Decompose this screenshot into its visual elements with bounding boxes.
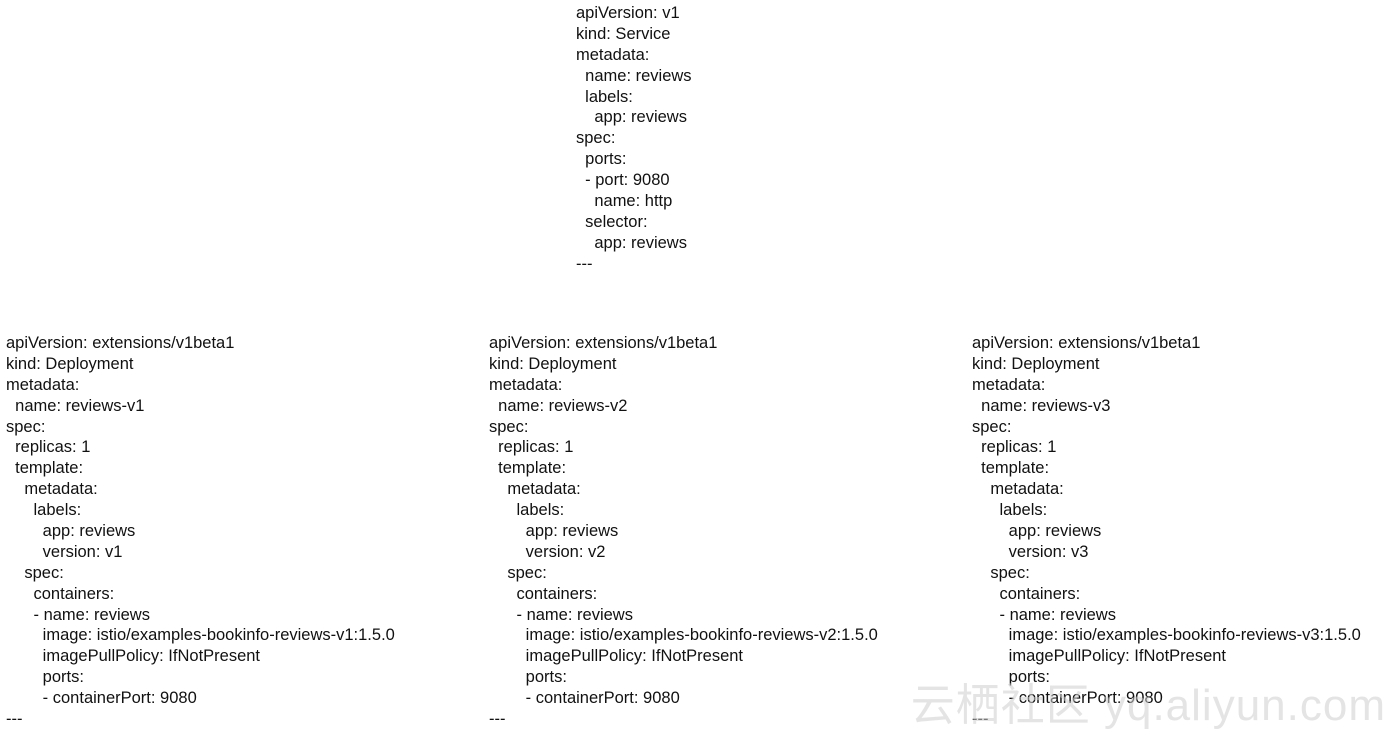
yaml-line: containers:: [972, 584, 1081, 603]
yaml-line: metadata:: [972, 480, 1064, 499]
yaml-line: labels:: [489, 501, 565, 520]
yaml-line: name: reviews: [576, 66, 692, 85]
deployment-v3-yaml-block: apiVersion: extensions/v1beta1 kind: Depl…: [972, 333, 1361, 730]
yaml-line: kind: Service: [576, 24, 671, 43]
yaml-line: spec:: [6, 417, 46, 436]
yaml-line: template:: [972, 459, 1050, 478]
yaml-line: metadata:: [489, 480, 581, 499]
yaml-line: version: v3: [972, 542, 1089, 561]
yaml-line: containers:: [489, 584, 598, 603]
yaml-line: - containerPort: 9080: [489, 689, 680, 708]
yaml-line: kind: Deployment: [6, 354, 134, 373]
yaml-line: apiVersion: extensions/v1beta1: [6, 334, 235, 352]
yaml-line: version: v1: [6, 542, 123, 561]
yaml-line: template:: [6, 459, 84, 478]
yaml-line: replicas: 1: [6, 438, 91, 457]
yaml-line: ---: [489, 710, 506, 729]
yaml-line: name: reviews-v1: [6, 396, 145, 415]
yaml-line: labels:: [972, 501, 1048, 520]
yaml-line: kind: Deployment: [972, 354, 1100, 373]
yaml-line: image: istio/examples-bookinfo-reviews-v…: [489, 626, 878, 645]
yaml-line: name: reviews-v2: [489, 396, 628, 415]
yaml-line: metadata:: [489, 375, 563, 394]
yaml-line: version: v2: [489, 542, 606, 561]
yaml-line: template:: [489, 459, 567, 478]
yaml-line: imagePullPolicy: IfNotPresent: [6, 647, 261, 666]
yaml-line: - name: reviews: [6, 605, 150, 624]
yaml-line: spec:: [972, 563, 1030, 582]
yaml-line: metadata:: [6, 480, 98, 499]
yaml-line: app: reviews: [972, 522, 1102, 541]
yaml-line: imagePullPolicy: IfNotPresent: [489, 647, 744, 666]
yaml-line: metadata:: [6, 375, 80, 394]
yaml-line: ports:: [972, 668, 1050, 687]
yaml-line: metadata:: [576, 45, 650, 64]
yaml-line: ---: [972, 710, 989, 729]
yaml-line: containers:: [6, 584, 115, 603]
yaml-line: - name: reviews: [972, 605, 1116, 624]
yaml-line: image: istio/examples-bookinfo-reviews-v…: [972, 626, 1361, 645]
yaml-line: ---: [6, 710, 23, 729]
yaml-line: ---: [576, 254, 593, 273]
yaml-line: ports:: [576, 150, 627, 169]
yaml-line: replicas: 1: [489, 438, 574, 457]
yaml-line: apiVersion: extensions/v1beta1: [972, 334, 1201, 352]
yaml-line: app: reviews: [576, 233, 687, 252]
yaml-line: spec:: [489, 417, 529, 436]
yaml-line: - containerPort: 9080: [6, 689, 197, 708]
yaml-line: app: reviews: [576, 108, 687, 127]
yaml-line: kind: Deployment: [489, 354, 617, 373]
yaml-line: - port: 9080: [576, 171, 670, 190]
yaml-line: ports:: [6, 668, 84, 687]
yaml-line: app: reviews: [489, 522, 619, 541]
yaml-line: ports:: [489, 668, 567, 687]
yaml-line: labels:: [576, 87, 633, 106]
deployment-v1-yaml-block: apiVersion: extensions/v1beta1 kind: Depl…: [6, 333, 395, 730]
yaml-line: apiVersion: v1: [576, 4, 680, 22]
deployment-v2-yaml-block: apiVersion: extensions/v1beta1 kind: Depl…: [489, 333, 878, 730]
yaml-line: - containerPort: 9080: [972, 689, 1163, 708]
yaml-line: - name: reviews: [489, 605, 633, 624]
yaml-line: spec:: [6, 563, 64, 582]
yaml-line: spec:: [576, 129, 616, 148]
yaml-line: name: reviews-v3: [972, 396, 1111, 415]
service-yaml-block: apiVersion: v1 kind: Service metadata: nam…: [576, 3, 692, 275]
yaml-line: app: reviews: [6, 522, 136, 541]
yaml-line: labels:: [6, 501, 82, 520]
yaml-line: metadata:: [972, 375, 1046, 394]
yaml-line: name: http: [576, 192, 673, 211]
yaml-line: spec:: [489, 563, 547, 582]
yaml-line: imagePullPolicy: IfNotPresent: [972, 647, 1227, 666]
yaml-line: apiVersion: extensions/v1beta1: [489, 334, 718, 352]
yaml-line: replicas: 1: [972, 438, 1057, 457]
yaml-line: spec:: [972, 417, 1012, 436]
yaml-line: image: istio/examples-bookinfo-reviews-v…: [6, 626, 395, 645]
yaml-line: selector:: [576, 212, 648, 231]
